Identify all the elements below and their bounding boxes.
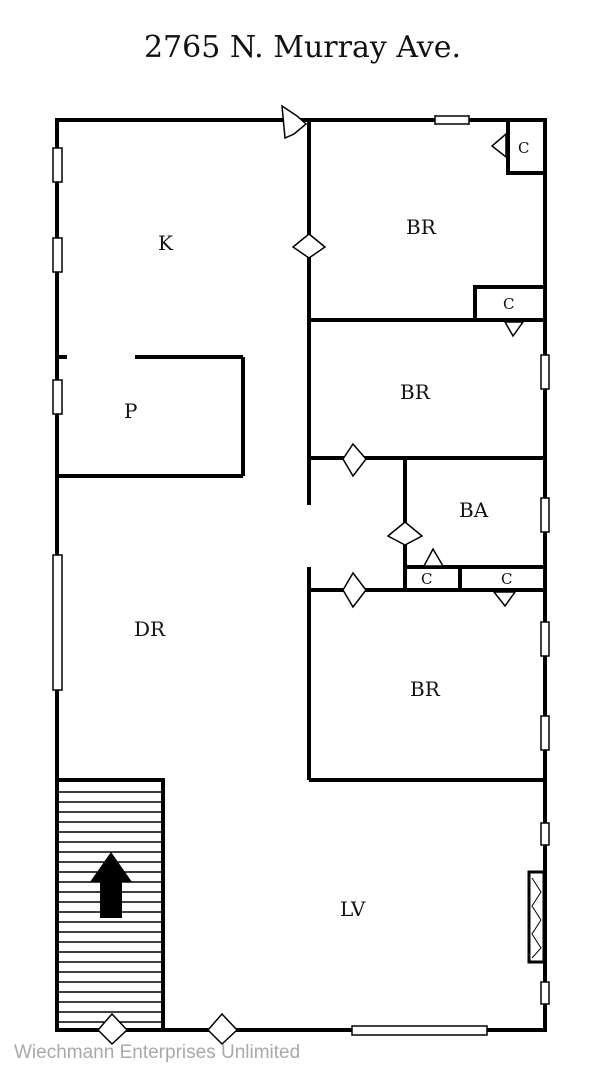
outer-walls — [55, 118, 547, 1032]
door — [492, 591, 517, 608]
window — [52, 147, 63, 183]
closet-label-bath-right: C — [501, 570, 512, 588]
page-title: 2765 N. Murray Ave. — [143, 30, 462, 65]
door — [386, 521, 424, 546]
door — [96, 1012, 129, 1046]
window — [434, 115, 470, 125]
door — [342, 571, 367, 609]
room-label-kitchen: K — [158, 231, 174, 255]
room-label-bedroom-top: BR — [406, 215, 437, 239]
window — [52, 379, 63, 415]
door — [490, 132, 507, 159]
room-label-bedroom-bottom: BR — [410, 677, 441, 701]
closet-label-bath-left: C — [421, 570, 432, 588]
interior-walls — [57, 120, 545, 1030]
window — [540, 715, 550, 751]
window — [540, 354, 550, 390]
room-label-dining: DR — [134, 617, 166, 641]
wall-closet-top-bedroom — [473, 285, 545, 320]
door — [206, 1012, 239, 1046]
door — [281, 104, 308, 140]
wall-stairs — [57, 778, 165, 1030]
room-label-bath: BA — [459, 498, 489, 522]
closet-label-top-corner: C — [518, 139, 529, 157]
window — [52, 237, 63, 273]
window — [540, 497, 550, 533]
up-arrow-icon — [90, 852, 132, 918]
window — [52, 554, 63, 691]
room-label-living: LV — [340, 897, 366, 921]
window — [540, 822, 550, 846]
window — [540, 621, 550, 657]
closet-label-top-bedroom: C — [503, 295, 514, 313]
door — [422, 547, 445, 567]
door — [503, 321, 525, 338]
room-label-bedroom-middle: BR — [400, 380, 431, 404]
door — [291, 233, 327, 259]
fireplace — [527, 870, 546, 964]
doors — [96, 104, 525, 1046]
outer-wall — [55, 118, 547, 1032]
room-label-pantry: P — [124, 399, 137, 423]
window — [540, 981, 550, 1005]
window — [351, 1025, 488, 1036]
watermark: Wiechmann Enterprises Unlimited — [14, 1042, 301, 1063]
door — [342, 442, 367, 478]
wall-closet-top-corner — [506, 120, 545, 175]
windows — [52, 115, 550, 1036]
